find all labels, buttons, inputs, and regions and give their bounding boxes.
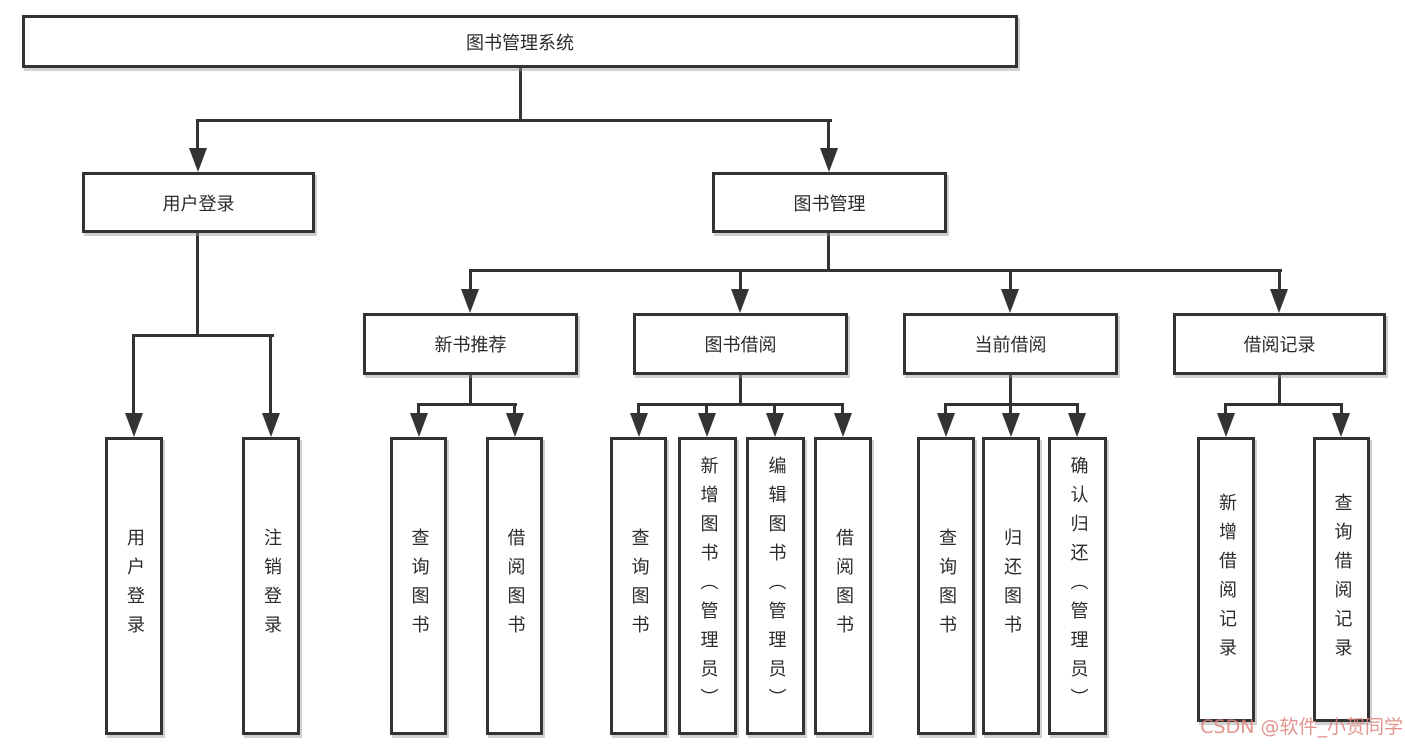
leaf-query-borrow-record-label: 查询借阅记录 bbox=[1331, 492, 1353, 667]
leaf-borrow-book-newbook-label: 借阅图书 bbox=[504, 528, 526, 644]
node-user-login-label: 用户登录 bbox=[162, 193, 235, 215]
connector-arrow bbox=[1270, 289, 1288, 313]
connector-arrow bbox=[1217, 413, 1235, 437]
connector-line bbox=[1224, 403, 1343, 406]
connector-line bbox=[417, 403, 420, 416]
connector-line bbox=[519, 66, 522, 122]
connector-arrow bbox=[262, 413, 280, 437]
connector-line bbox=[513, 403, 516, 416]
leaf-borrow-book-borrow-label: 借阅图书 bbox=[833, 528, 854, 644]
connector-line bbox=[469, 373, 472, 406]
connector-line bbox=[196, 119, 199, 150]
node-user-login: 用户登录 bbox=[82, 172, 315, 233]
connector-line bbox=[469, 269, 1282, 272]
connector-arrow bbox=[1068, 413, 1086, 437]
connector-line bbox=[944, 403, 947, 416]
connector-line bbox=[841, 403, 844, 416]
connector-arrow bbox=[731, 289, 749, 313]
connector-arrow bbox=[698, 413, 716, 437]
connector-arrow bbox=[189, 148, 207, 172]
connector-arrow bbox=[125, 413, 143, 437]
leaf-query-book-newbook: 查询图书 bbox=[390, 437, 447, 735]
connector-line bbox=[1340, 403, 1343, 416]
connector-line bbox=[1278, 373, 1281, 406]
connector-arrow bbox=[1001, 289, 1019, 313]
connector-arrow bbox=[410, 413, 428, 437]
leaf-return-book-label: 归还图书 bbox=[1001, 528, 1022, 644]
connector-arrow bbox=[1332, 413, 1350, 437]
connector-arrow bbox=[1002, 413, 1020, 437]
leaf-query-book-borrow-label: 查询图书 bbox=[628, 528, 650, 644]
connector-line bbox=[773, 403, 776, 416]
connector-line bbox=[1224, 403, 1227, 416]
connector-line bbox=[1076, 403, 1079, 416]
leaf-add-borrow-record: 新增借阅记录 bbox=[1197, 437, 1255, 722]
leaf-query-book-current: 查询图书 bbox=[917, 437, 975, 735]
connector-arrow bbox=[630, 413, 648, 437]
connector-arrow bbox=[461, 289, 479, 313]
leaf-borrow-book-newbook: 借阅图书 bbox=[486, 437, 543, 735]
connector-line bbox=[132, 334, 274, 337]
node-new-book-recommend: 新书推荐 bbox=[363, 313, 578, 375]
connector-line bbox=[739, 269, 742, 291]
leaf-add-book-admin: 新增图书（管理员） bbox=[678, 437, 737, 735]
leaf-confirm-return-admin: 确认归还（管理员） bbox=[1048, 437, 1107, 735]
node-book-borrowing: 图书借阅 bbox=[633, 313, 848, 375]
node-borrow-records-label: 借阅记录 bbox=[1243, 335, 1316, 356]
leaf-query-book-borrow: 查询图书 bbox=[610, 437, 667, 735]
node-new-book-recommend-label: 新书推荐 bbox=[434, 335, 507, 356]
leaf-logout-login-label: 注销登录 bbox=[261, 528, 282, 644]
connector-line bbox=[196, 231, 199, 336]
leaf-add-borrow-record-label: 新增借阅记录 bbox=[1216, 492, 1237, 667]
connector-arrow bbox=[834, 413, 852, 437]
connector-line bbox=[705, 403, 708, 416]
leaf-confirm-return-admin-label: 确认归还（管理员） bbox=[1067, 455, 1089, 717]
connector-line bbox=[1009, 373, 1012, 406]
connector-line bbox=[637, 403, 640, 416]
connector-line bbox=[1278, 269, 1281, 291]
node-current-borrowing-label: 当前借阅 bbox=[974, 335, 1047, 356]
leaf-edit-book-admin: 编辑图书（管理员） bbox=[746, 437, 805, 735]
leaf-return-book: 归还图书 bbox=[982, 437, 1040, 735]
leaf-query-borrow-record: 查询借阅记录 bbox=[1313, 437, 1370, 722]
leaf-logout-login: 注销登录 bbox=[242, 437, 300, 735]
node-root-label: 图书管理系统 bbox=[466, 32, 574, 54]
node-borrow-records: 借阅记录 bbox=[1173, 313, 1386, 375]
connector-line bbox=[827, 231, 830, 272]
connector-line bbox=[827, 119, 830, 150]
connector-line bbox=[132, 334, 135, 415]
connector-line bbox=[637, 403, 844, 406]
leaf-add-book-admin-label: 新增图书（管理员） bbox=[697, 455, 719, 717]
leaf-query-book-newbook-label: 查询图书 bbox=[408, 528, 430, 644]
connector-line bbox=[196, 119, 832, 122]
node-book-borrowing-label: 图书借阅 bbox=[704, 335, 777, 356]
node-book-management: 图书管理 bbox=[712, 172, 947, 233]
connector-arrow bbox=[766, 413, 784, 437]
node-current-borrowing: 当前借阅 bbox=[903, 313, 1118, 375]
connector-arrow bbox=[937, 413, 955, 437]
leaf-borrow-book-borrow: 借阅图书 bbox=[814, 437, 872, 735]
connector-line bbox=[269, 334, 272, 415]
connector-line bbox=[469, 269, 472, 291]
connector-line bbox=[739, 373, 742, 406]
leaf-query-book-current-label: 查询图书 bbox=[936, 528, 957, 644]
connector-line bbox=[1009, 403, 1012, 416]
connector-arrow bbox=[820, 148, 838, 172]
leaf-user-login-label: 用户登录 bbox=[124, 528, 145, 644]
connector-line bbox=[417, 403, 517, 406]
leaf-edit-book-admin-label: 编辑图书（管理员） bbox=[765, 455, 787, 717]
connector-line bbox=[1009, 269, 1012, 291]
leaf-user-login: 用户登录 bbox=[105, 437, 163, 735]
node-root: 图书管理系统 bbox=[22, 15, 1018, 68]
csdn-watermark: CSDN @软件_小贺同学 bbox=[1200, 716, 1403, 738]
node-book-management-label: 图书管理 bbox=[793, 193, 866, 215]
connector-arrow bbox=[506, 413, 524, 437]
